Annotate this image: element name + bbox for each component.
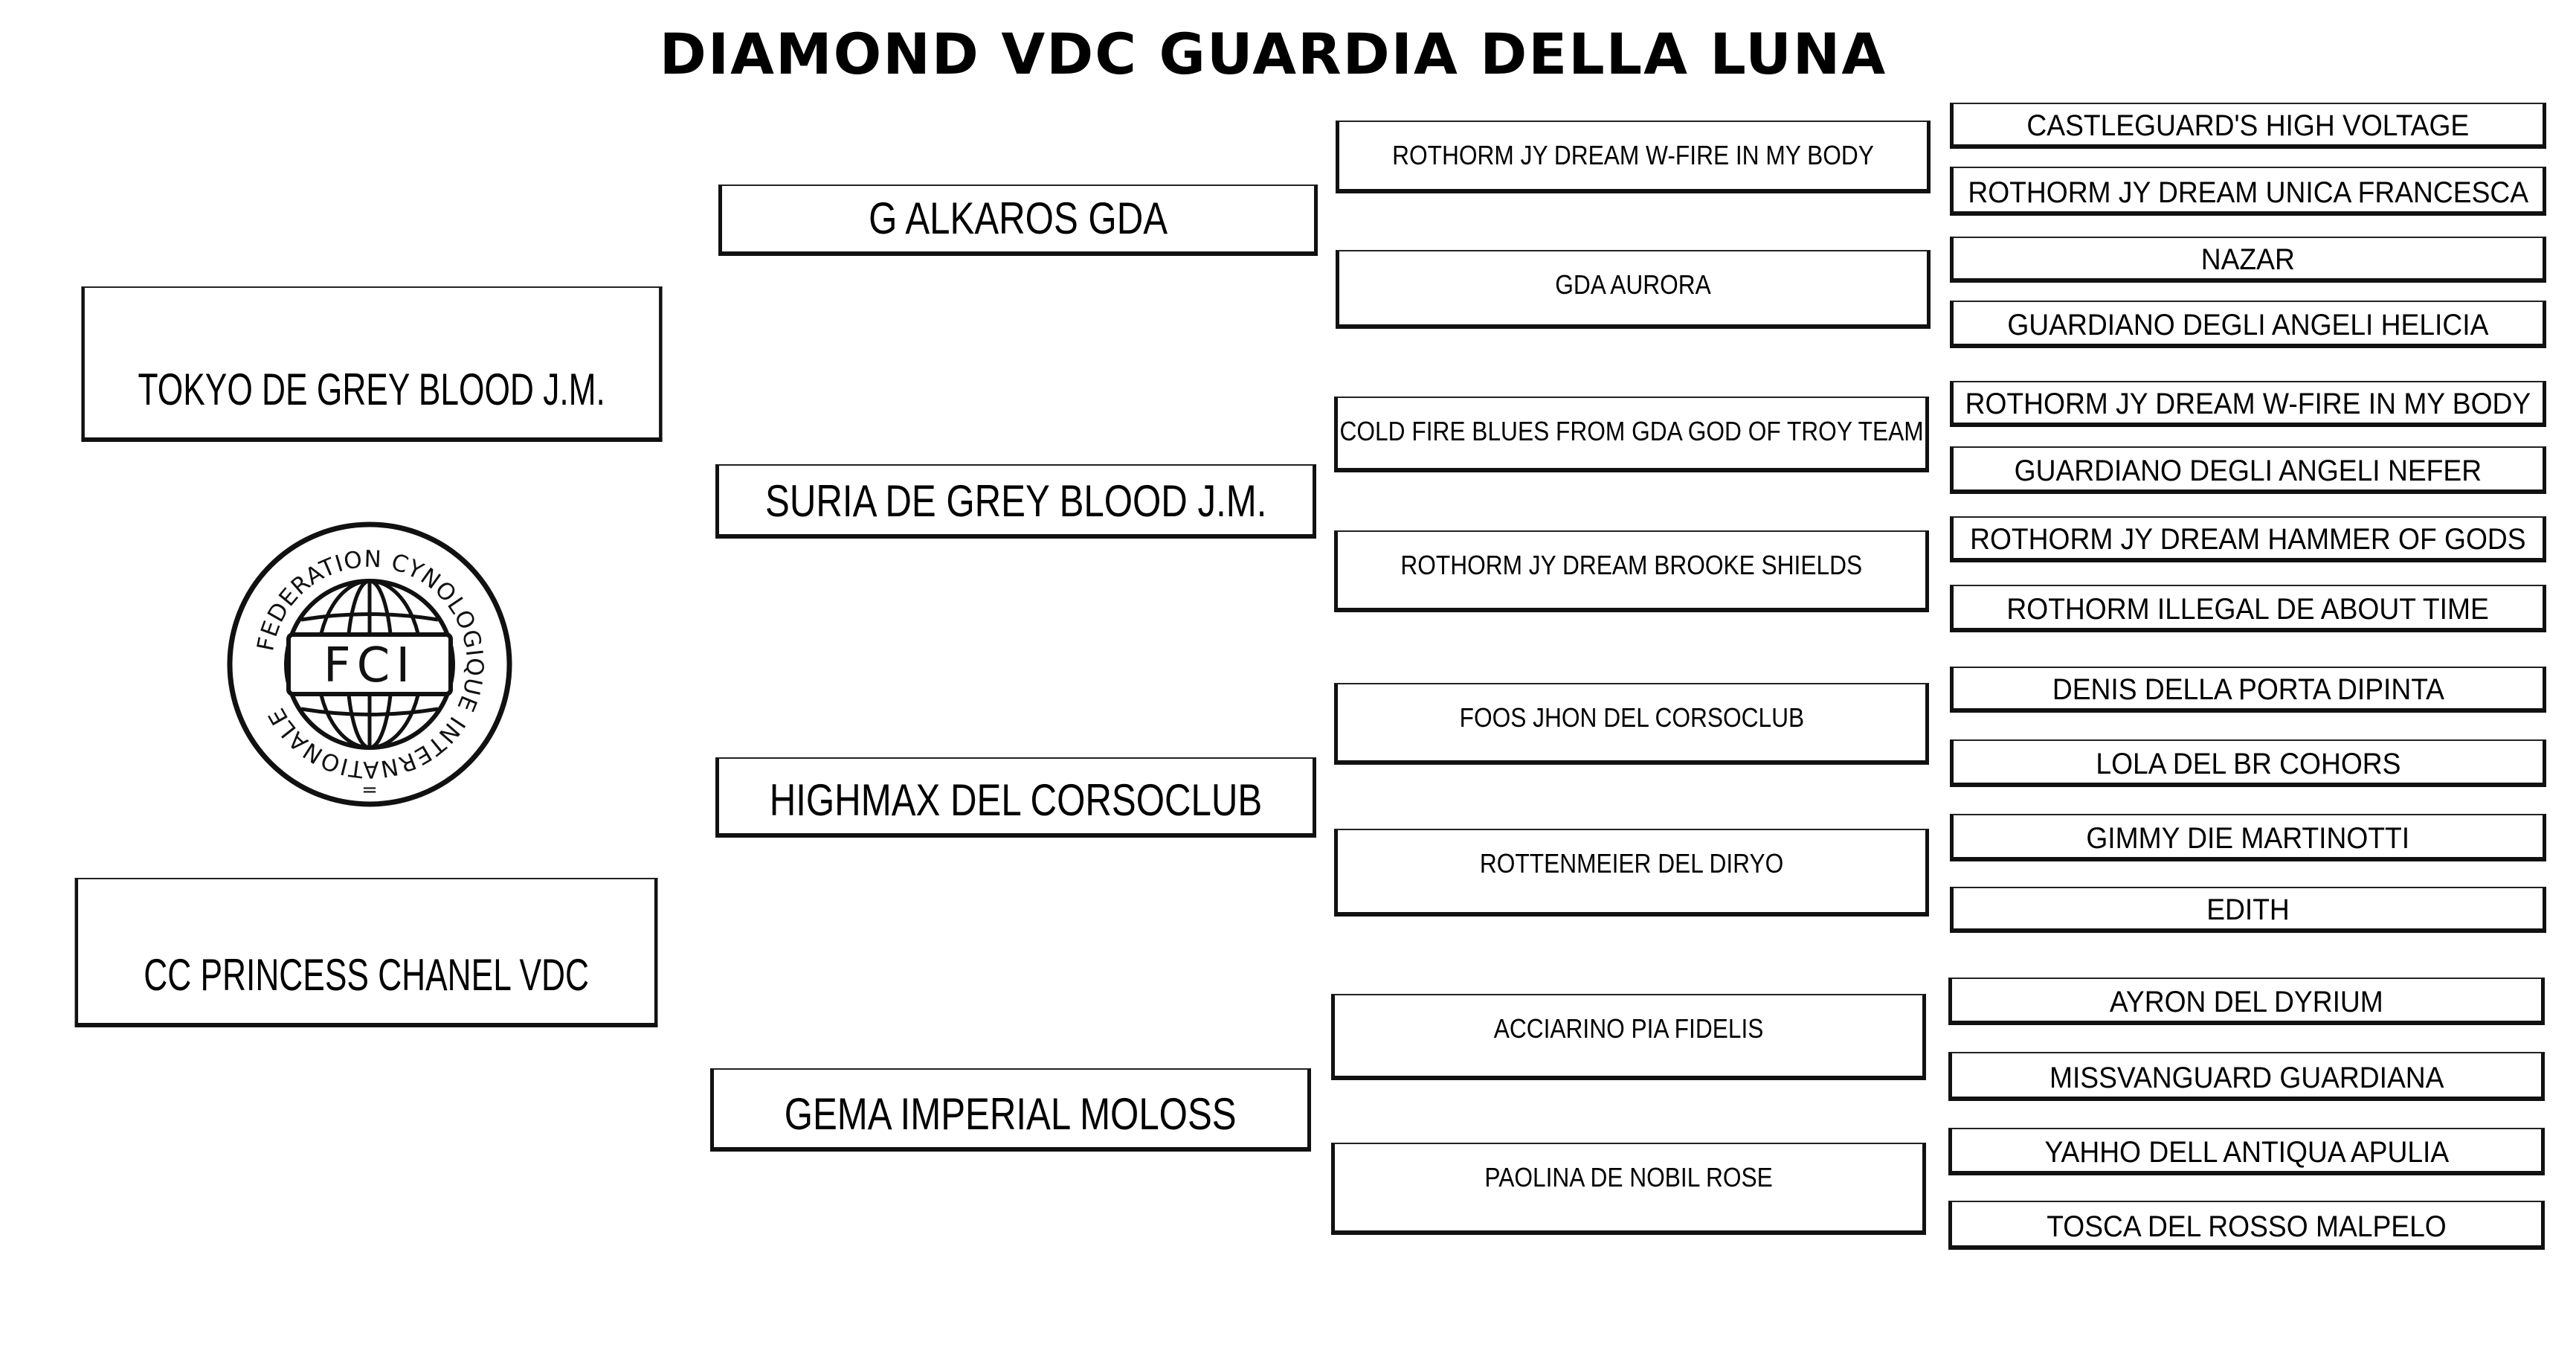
- grandsire-paternal-box: G ALKAROS GDA: [718, 184, 1318, 256]
- gg-grandparent-name: LOLA DEL BR COHORS: [2095, 748, 2401, 780]
- gg-grandparent-box: AYRON DEL DYRIUM: [1948, 978, 2545, 1025]
- great-grandparent-box: ROTHORM JY DREAM BROOKE SHIELDS: [1334, 530, 1929, 612]
- gg-grandparent-name: DENIS DELLA PORTA DIPINTA: [2052, 673, 2444, 706]
- gg-grandparent-box: ROTHORM ILLEGAL DE ABOUT TIME: [1950, 585, 2546, 632]
- gg-grandparent-name: ROTHORM JY DREAM UNICA FRANCESCA: [1968, 176, 2528, 209]
- gg-grandparent-name: CASTLEGUARD'S HIGH VOLTAGE: [2026, 109, 2470, 142]
- gg-grandparent-name: TOSCA DEL ROSSO MALPELO: [2047, 1210, 2447, 1243]
- great-grandparent-name: GDA AURORA: [1555, 269, 1711, 300]
- granddam-paternal-box: SURIA DE GREY BLOOD J.M.: [715, 464, 1316, 539]
- gg-grandparent-box: GUARDIANO DEGLI ANGELI NEFER: [1950, 446, 2546, 494]
- gg-grandparent-name: EDITH: [2206, 893, 2290, 926]
- grandparent-name: SURIA DE GREY BLOOD J.M.: [764, 476, 1267, 526]
- great-grandparent-box: ROTHORM JY DREAM W-FIRE IN MY BODY: [1336, 121, 1931, 193]
- dam-name: CC PRINCESS CHANEL VDC: [144, 950, 589, 1000]
- gg-grandparent-box: NAZAR: [1950, 237, 2546, 283]
- gg-grandparent-box: TOSCA DEL ROSSO MALPELO: [1948, 1201, 2545, 1250]
- fci-logo: FCI FEDERATION CYNOLOGIQUE INTERNATIONAL…: [227, 521, 512, 807]
- gg-grandparent-box: GIMMY DIE MARTINOTTI: [1950, 814, 2546, 861]
- fci-center-text: FCI: [323, 638, 416, 693]
- great-grandparent-name: ROTTENMEIER DEL DIRYO: [1479, 848, 1784, 879]
- sire-box: TOKYO DE GREY BLOOD J.M.: [81, 286, 663, 442]
- gg-grandparent-box: YAHHO DELL ANTIQUA APULIA: [1948, 1128, 2545, 1175]
- grandparent-name: G ALKAROS GDA: [869, 193, 1168, 243]
- gg-grandparent-name: NAZAR: [2200, 243, 2296, 276]
- gg-grandparent-box: ROTHORM JY DREAM UNICA FRANCESCA: [1950, 167, 2546, 216]
- great-grandparent-box: GDA AURORA: [1336, 250, 1931, 329]
- gg-grandparent-name: ROTHORM JY DREAM HAMMER OF GODS: [1970, 523, 2526, 556]
- page-title: DIAMOND VDC GUARDIA DELLA LUNA: [659, 21, 1887, 87]
- great-grandparent-name: ACCIARINO PIA FIDELIS: [1493, 1013, 1764, 1044]
- great-grandparent-box: ACCIARINO PIA FIDELIS: [1331, 994, 1926, 1080]
- great-grandparent-name: COLD FIRE BLUES FROM GDA GOD OF TROY TEA…: [1339, 416, 1924, 446]
- dam-box: CC PRINCESS CHANEL VDC: [74, 878, 658, 1027]
- great-grandparent-name: ROTHORM JY DREAM BROOKE SHIELDS: [1400, 550, 1863, 580]
- great-grandparent-name: PAOLINA DE NOBIL ROSE: [1484, 1162, 1773, 1192]
- gg-grandparent-box: DENIS DELLA PORTA DIPINTA: [1950, 667, 2546, 713]
- gg-grandparent-name: ROTHORM JY DREAM W-FIRE IN MY BODY: [1965, 388, 2531, 420]
- gg-grandparent-box: EDITH: [1950, 887, 2546, 933]
- great-grandparent-box: ROTTENMEIER DEL DIRYO: [1334, 829, 1929, 917]
- gg-grandparent-box: CASTLEGUARD'S HIGH VOLTAGE: [1950, 103, 2546, 149]
- great-grandparent-box: COLD FIRE BLUES FROM GDA GOD OF TROY TEA…: [1334, 397, 1929, 472]
- great-grandparent-box: FOOS JHON DEL CORSOCLUB: [1334, 683, 1929, 765]
- gg-grandparent-name: ROTHORM ILLEGAL DE ABOUT TIME: [2006, 593, 2490, 626]
- gg-grandparent-name: AYRON DEL DYRIUM: [2110, 986, 2383, 1018]
- sire-name: TOKYO DE GREY BLOOD J.M.: [138, 365, 606, 414]
- gg-grandparent-name: GUARDIANO DEGLI ANGELI NEFER: [2014, 455, 2482, 487]
- great-grandparent-box: PAOLINA DE NOBIL ROSE: [1331, 1143, 1926, 1235]
- gg-grandparent-name: GUARDIANO DEGLI ANGELI HELICIA: [2007, 309, 2489, 341]
- gg-grandparent-box: GUARDIANO DEGLI ANGELI HELICIA: [1950, 301, 2546, 348]
- gg-grandparent-box: MISSVANGUARD GUARDIANA: [1948, 1052, 2545, 1101]
- grandsire-maternal-box: HIGHMAX DEL CORSOCLUB: [715, 757, 1316, 838]
- svg-text:=: =: [361, 779, 378, 801]
- gg-grandparent-box: ROTHORM JY DREAM W-FIRE IN MY BODY: [1950, 381, 2546, 427]
- grandparent-name: GEMA IMPERIAL MOLOSS: [785, 1089, 1237, 1139]
- gg-grandparent-name: YAHHO DELL ANTIQUA APULIA: [2044, 1136, 2449, 1169]
- granddam-maternal-box: GEMA IMPERIAL MOLOSS: [710, 1068, 1311, 1152]
- gg-grandparent-box: ROTHORM JY DREAM HAMMER OF GODS: [1950, 516, 2546, 562]
- gg-grandparent-box: LOLA DEL BR COHORS: [1950, 739, 2546, 787]
- great-grandparent-name: ROTHORM JY DREAM W-FIRE IN MY BODY: [1392, 140, 1874, 170]
- grandparent-name: HIGHMAX DEL CORSOCLUB: [769, 775, 1263, 825]
- gg-grandparent-name: GIMMY DIE MARTINOTTI: [2086, 822, 2410, 855]
- great-grandparent-name: FOOS JHON DEL CORSOCLUB: [1459, 702, 1804, 733]
- gg-grandparent-name: MISSVANGUARD GUARDIANA: [2049, 1062, 2444, 1094]
